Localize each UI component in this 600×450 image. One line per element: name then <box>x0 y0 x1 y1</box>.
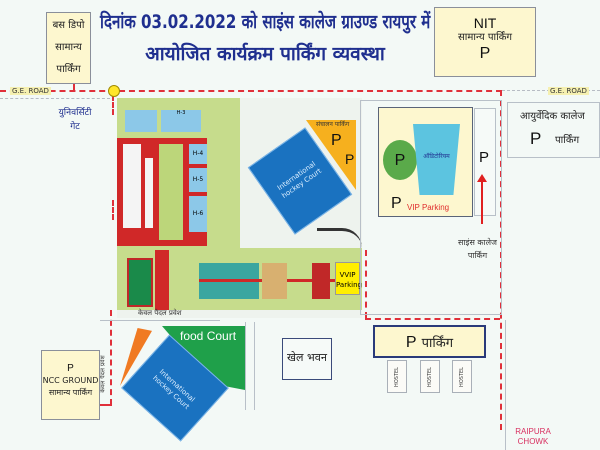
parking-p-icon: P <box>391 195 402 212</box>
university-gate-line-1: युनिवर्सिटी <box>58 108 92 118</box>
parking-p-icon: P <box>530 129 542 148</box>
ge-road-label-left: G.E. ROAD <box>10 87 51 95</box>
bus-depot-line-2: सामान्य <box>55 42 82 53</box>
hostel-label: HOSTEL <box>459 366 465 387</box>
hockey-court-2-label: International hockey Court <box>151 367 197 411</box>
bus-depot-parking: बस डिपो सामान्य पार्किंग <box>46 12 91 84</box>
bus-depot-line-3: पार्किंग <box>56 64 81 75</box>
gate-route <box>112 95 114 115</box>
hostel-label: HOSTEL <box>427 366 433 387</box>
h3-label: H-3 <box>176 110 186 116</box>
south-parking-label: पार्किंग <box>421 336 454 351</box>
university-gate-label: युनिवर्सिटी गेट <box>50 106 100 134</box>
vip-parking-label: VIP Parking <box>407 203 450 212</box>
campus-red-path <box>155 250 169 310</box>
parking-p-icon: P <box>479 149 490 166</box>
arrow-head-icon <box>477 174 487 182</box>
raipura-chowk-label: RAIPURA CHOWK <box>515 427 551 446</box>
green-lawn <box>159 144 183 240</box>
road-edge <box>505 320 506 450</box>
path-edge <box>100 320 220 321</box>
building-h4: H-4 <box>189 144 207 164</box>
path-edge <box>245 322 246 410</box>
h6-label: H-6 <box>192 210 204 217</box>
south-parking: P पार्किंग <box>373 325 486 358</box>
stage-block <box>312 263 330 299</box>
hostel-3: HOSTEL <box>452 360 472 393</box>
building-block <box>125 110 157 132</box>
ayurvedic-parking-label: पार्किंग <box>555 135 580 146</box>
cable-line <box>317 228 362 261</box>
science-college-compound <box>360 100 502 315</box>
science-college-parking-strip <box>474 108 496 216</box>
nit-name: NIT <box>473 15 497 31</box>
hostel-2: HOSTEL <box>420 360 440 393</box>
khel-bhawan: खेल भवन <box>282 338 332 380</box>
vvip-line-2: Parking <box>336 281 362 289</box>
auditorium: ऑडिटोरियम <box>413 124 460 195</box>
ncc-name: NCC GROUND <box>42 376 99 385</box>
science-college-parking-label: साइंस कालेज पार्किंग <box>450 236 505 262</box>
ge-road-route <box>0 90 502 92</box>
science-college-line-1: साइंस कालेज <box>458 238 497 247</box>
building-h6: H-6 <box>189 196 207 232</box>
h5-label: H-5 <box>192 176 204 183</box>
khel-bhawan-label: खेल भवन <box>287 351 327 364</box>
ge-road-label-right: G.E. ROAD <box>548 87 589 95</box>
h4-label: H-4 <box>192 150 204 157</box>
parking-p-icon: P <box>331 132 342 149</box>
food-court-label: food Court <box>180 329 237 343</box>
vvip-route <box>365 250 367 318</box>
parking-p-icon: P <box>67 363 74 374</box>
hockey-court-1-label: International hockey Court <box>275 159 323 201</box>
university-gate-line-2: गेट <box>70 122 80 132</box>
title-line-2: आयोजित कार्यक्रम पार्किंग व्यवस्था <box>145 43 385 65</box>
gate-marker-icon <box>108 85 120 97</box>
pedestrian-entry-vertical-label: केवल पैदल प्रवेश <box>99 355 107 393</box>
sanchalan-label: संचालन पार्किंग <box>316 121 350 128</box>
ncc-ground-parking: P NCC GROUND सामान्य पार्किंग <box>41 350 100 420</box>
science-college-line-2: पार्किंग <box>467 251 488 260</box>
bus-depot-line-1: बस डिपो <box>52 20 85 31</box>
ncc-route-end <box>100 404 112 406</box>
green-building <box>127 258 153 307</box>
path-edge <box>254 322 255 410</box>
stall-block <box>262 263 287 299</box>
west-route <box>112 200 114 220</box>
nit-parking: NIT सामान्य पार्किंग P <box>434 7 536 77</box>
parking-p-icon: P <box>405 334 417 351</box>
auditorium-parking-circle: P <box>383 140 417 180</box>
parking-p-icon: P <box>345 151 355 167</box>
campus-area: H-3 H-4 H-5 H-6 <box>117 98 362 318</box>
vvip-parking: VVIP Parking <box>335 262 362 295</box>
hostel-1: HOSTEL <box>387 360 407 393</box>
ncc-label: सामान्य पार्किंग <box>48 388 93 397</box>
arrow-up-icon <box>481 178 483 224</box>
auditorium-label: ऑडिटोरियम <box>423 153 450 160</box>
ayurvedic-name: आयुर्वेदिक कालेज <box>520 111 585 122</box>
hostel-label: HOSTEL <box>394 366 400 387</box>
building-row <box>145 158 153 228</box>
south-route <box>365 318 500 320</box>
pedestrian-entry-label: केवल पैदल प्रवेश <box>138 309 182 317</box>
vvip-line-1: VVIP <box>339 271 356 279</box>
ncc-route <box>110 310 112 405</box>
ge-road-edge <box>0 98 110 99</box>
building-row <box>123 144 141 228</box>
parking-p-icon: P <box>479 45 491 62</box>
building-h5: H-5 <box>189 168 207 192</box>
route-to-bus-depot <box>73 84 75 92</box>
building-h3: H-3 <box>161 110 201 132</box>
parking-p-icon: P <box>394 152 406 169</box>
title-line-1: दिनांक 03.02.2022 को साइंस कालेज ग्राउण्… <box>100 11 431 33</box>
nit-label: सामान्य पार्किंग <box>457 32 513 43</box>
